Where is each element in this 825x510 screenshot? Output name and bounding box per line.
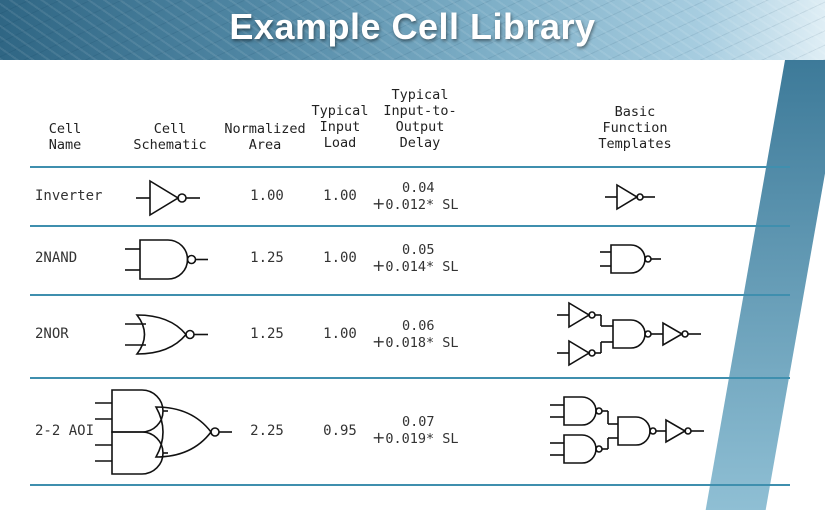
row-load: 1.00 [323, 250, 357, 266]
row-load: 1.00 [323, 326, 357, 342]
table-rule [30, 377, 790, 379]
inverter-template-icon [605, 183, 655, 211]
decorative-slant [705, 60, 825, 510]
aoi-gate-icon [95, 389, 232, 475]
nor-template-icon [557, 301, 701, 367]
row-delay: 0.04 +0.012* SL [372, 180, 459, 213]
row-area: 2.25 [250, 423, 284, 439]
plus-sign: + [372, 332, 386, 351]
row-delay: 0.05 +0.014* SL [372, 242, 459, 275]
delay-slope: 0.012* SL [385, 197, 459, 213]
row-delay: 0.06 +0.018* SL [372, 318, 459, 351]
table-row-name: Inverter [35, 188, 103, 204]
inverter-gate-icon [136, 179, 200, 217]
table-rule [30, 294, 790, 296]
table-rule [30, 484, 790, 486]
title-banner: Example Cell Library [0, 0, 825, 60]
delay-slope: 0.014* SL [385, 259, 459, 275]
plus-sign: + [372, 194, 386, 213]
table-rule [30, 166, 790, 168]
row-load: 1.00 [323, 188, 357, 204]
delay-slope: 0.018* SL [385, 335, 459, 351]
header-area: Normalized Area [224, 121, 306, 153]
row-load: 0.95 [323, 423, 357, 439]
row-area: 1.25 [250, 326, 284, 342]
nor-gate-icon [125, 314, 208, 355]
table-row-name: 2NAND [35, 250, 78, 266]
header-input-load: Typical Input Load [311, 103, 369, 151]
delay-base: 0.04 [402, 180, 435, 196]
delay-base: 0.07 [402, 414, 435, 430]
plus-sign: + [372, 428, 386, 447]
table-row-name: 2-2 AOI [35, 423, 95, 439]
nand-template-icon [600, 244, 661, 274]
row-area: 1.25 [250, 250, 284, 266]
header-cell-schematic: Cell Schematic [133, 121, 207, 153]
banner-texture [0, 0, 825, 60]
header-templates: Basic Function Templates [598, 104, 672, 152]
table-row-name: 2NOR [35, 326, 69, 342]
header-cell-name: Cell Name [48, 121, 82, 153]
row-delay: 0.07 +0.019* SL [372, 414, 459, 447]
aoi-template-icon [550, 396, 704, 464]
plus-sign: + [372, 256, 386, 275]
slide-title: Example Cell Library [229, 6, 596, 47]
delay-base: 0.06 [402, 318, 435, 334]
delay-slope: 0.019* SL [385, 431, 459, 447]
table-rule [30, 225, 790, 227]
row-area: 1.00 [250, 188, 284, 204]
delay-base: 0.05 [402, 242, 435, 258]
header-delay: Typical Input-to- Output Delay [383, 87, 457, 151]
nand-gate-icon [125, 239, 208, 280]
